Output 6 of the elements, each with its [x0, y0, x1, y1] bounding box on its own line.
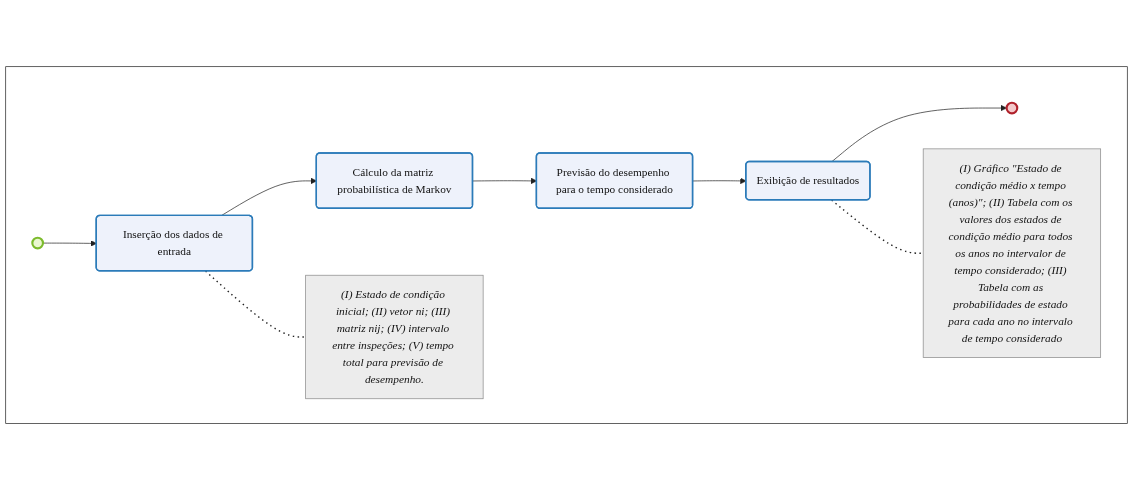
node-box: (I) Gráfico "Estado de condição médio x tempo (anos)"; (II) Tabela com os valores dos estados de condição médio para todos os anos no intervalor de tempo considerado; (III) Tabela com as probabilidades de estado para cada ano no intervalo de tempo considerado — [922, 148, 1102, 358]
connector — [204, 270, 307, 338]
node-box: (I) Estado de condição inicial; (II) vetor ni; (III) matriz nij; (IV) intervalo entre inspeções; (V) tempo total para previsão de desempenho. — [305, 274, 484, 399]
node-circle — [1005, 101, 1019, 115]
cluster — [5, 66, 1128, 424]
node-circle — [31, 236, 45, 250]
